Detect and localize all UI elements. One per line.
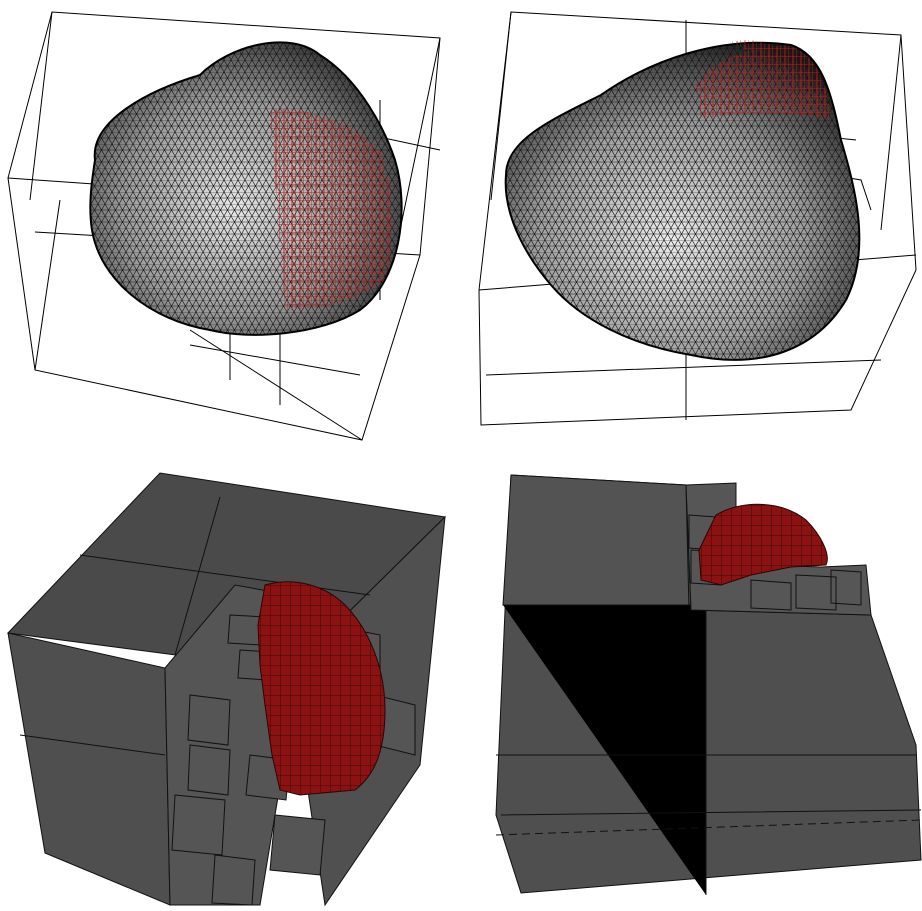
panel-top-right-wireframe xyxy=(461,0,922,455)
panel-bottom-left-solid xyxy=(0,455,461,911)
panel-bottom-right-solid xyxy=(461,455,922,911)
blob-surface xyxy=(90,42,402,335)
blob-surface xyxy=(505,42,860,360)
stepped-cubes xyxy=(164,584,416,906)
blob-outline xyxy=(89,41,403,336)
red-region-protrusion xyxy=(731,40,831,121)
solid-octree-view-1 xyxy=(6,472,447,907)
wireframe-view-1 xyxy=(7,11,441,441)
red-voxel-region xyxy=(257,581,386,796)
panel-top-left-wireframe xyxy=(0,0,461,455)
red-voxel-region xyxy=(698,503,828,586)
wireframe-view-2 xyxy=(478,11,917,426)
outer-cube xyxy=(495,474,922,895)
blob-outline xyxy=(504,41,861,361)
solid-octree-view-2 xyxy=(495,474,922,895)
